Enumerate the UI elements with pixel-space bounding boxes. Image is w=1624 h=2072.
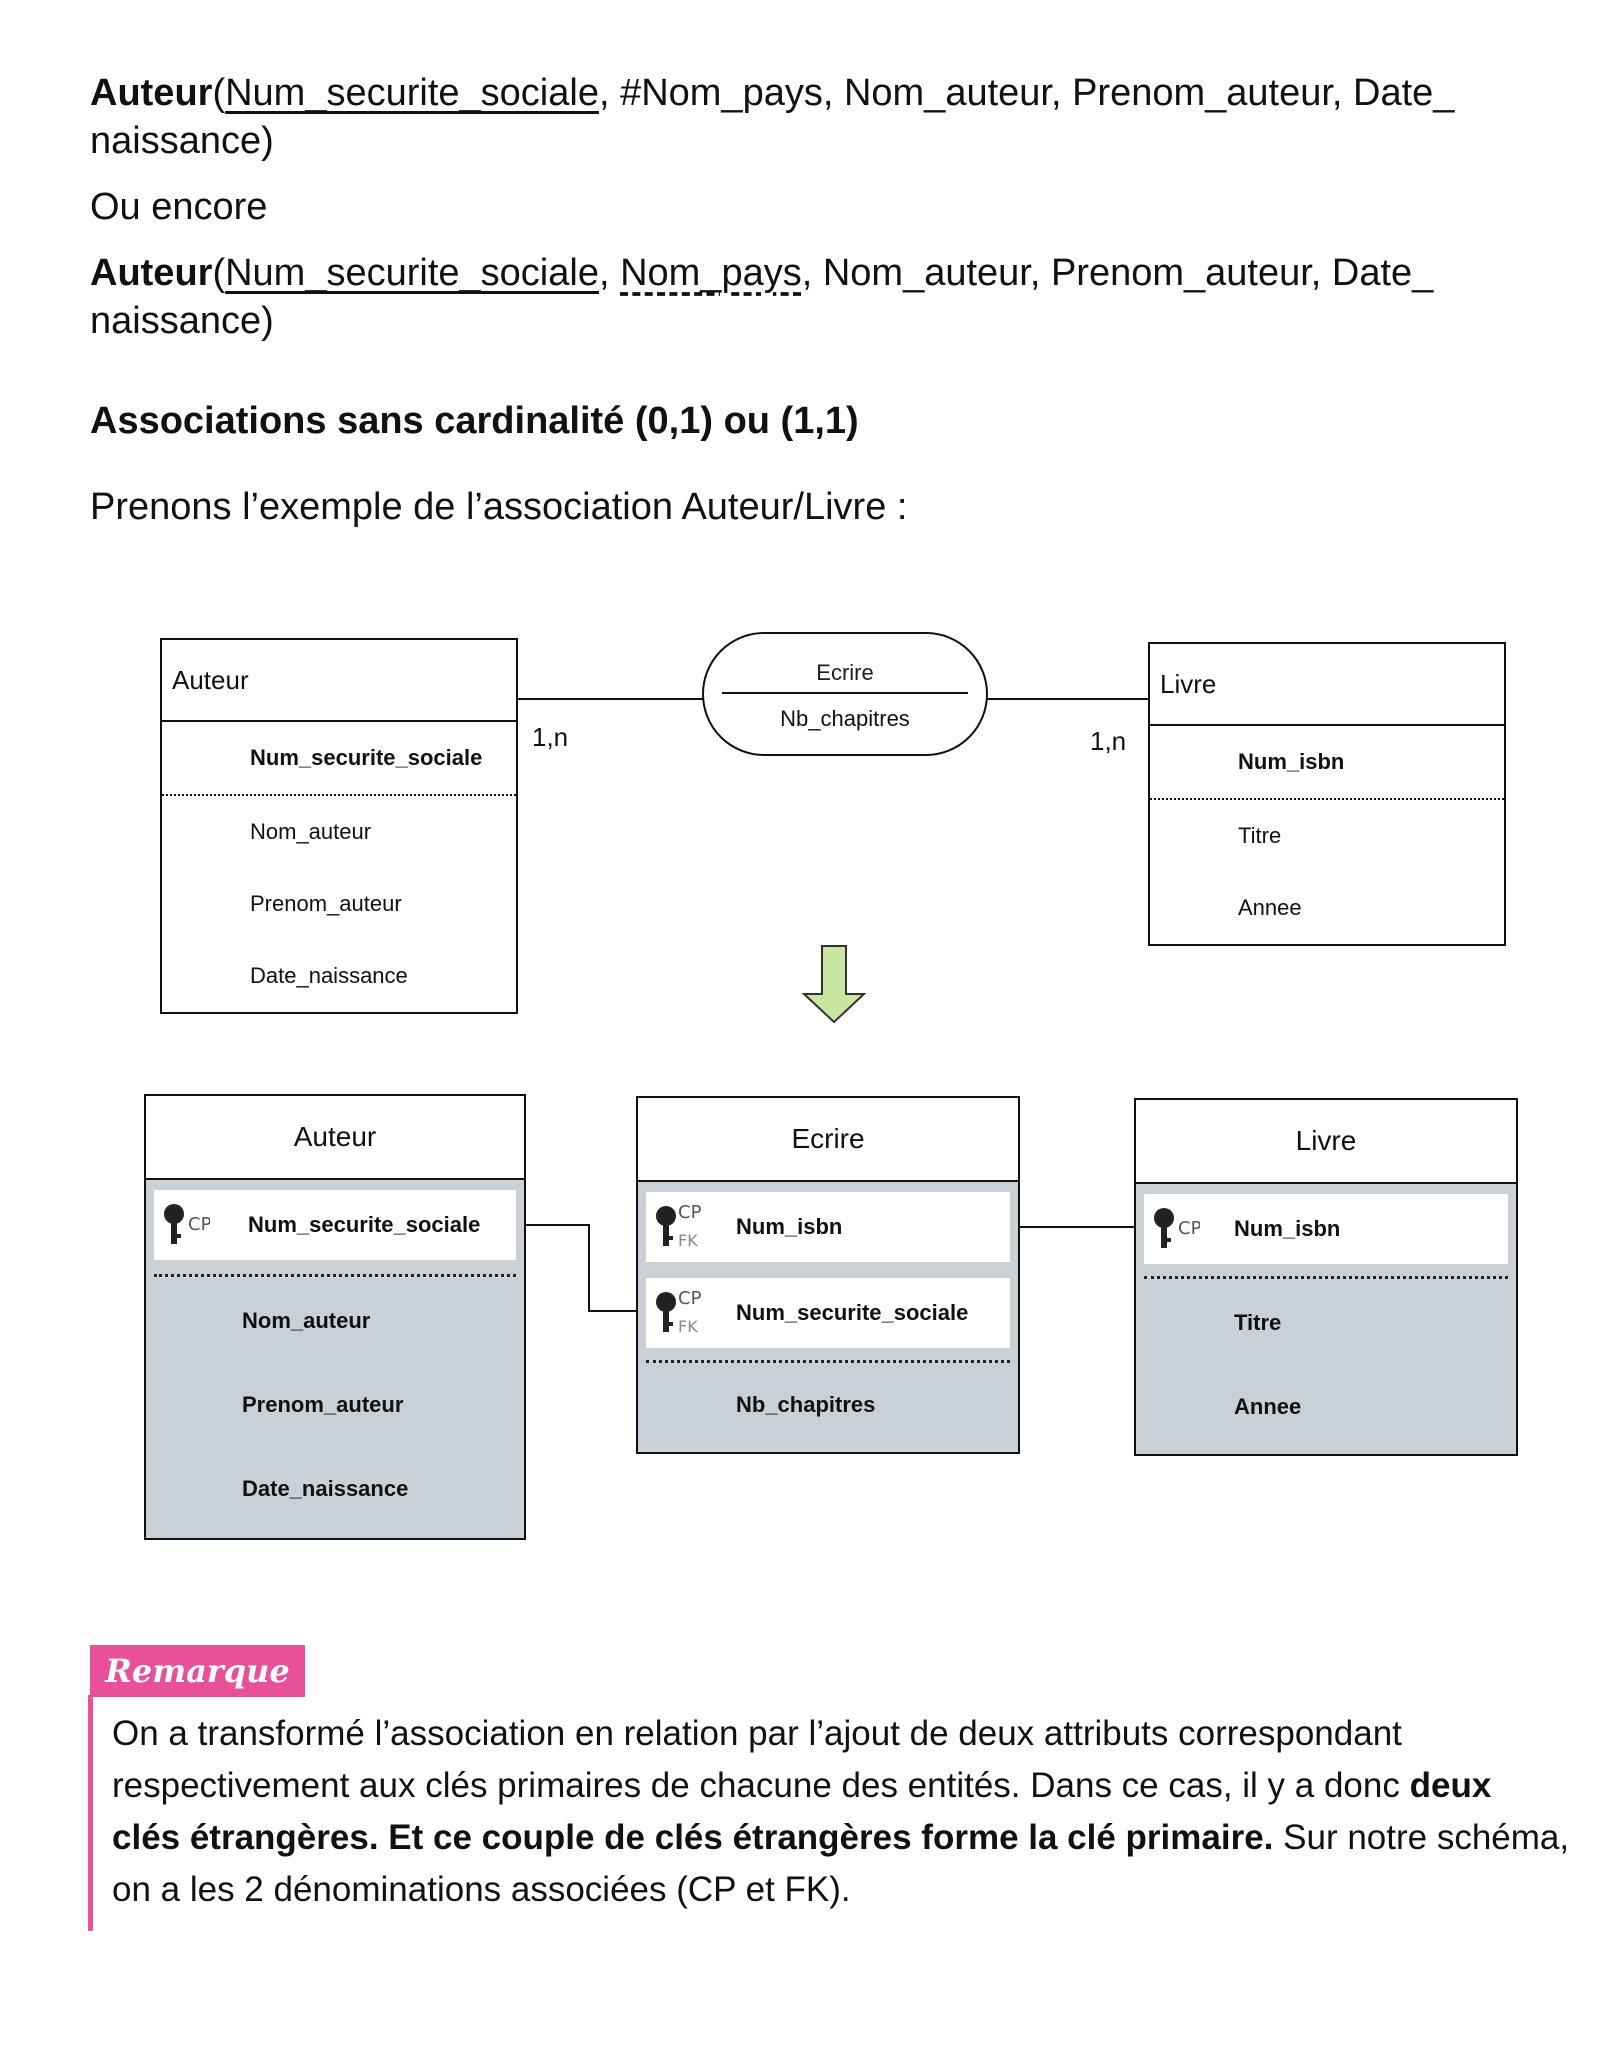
fk-tag: FK xyxy=(678,1317,698,1336)
relation-name: Auteur xyxy=(90,252,213,294)
paren: ( xyxy=(212,252,226,294)
association-divider xyxy=(722,692,968,694)
separator xyxy=(1144,1276,1508,1279)
table-title: Auteur xyxy=(146,1096,524,1180)
table-title: Livre xyxy=(1136,1100,1516,1184)
mcd-entity-livre: Livre Num_isbn Titre Annee xyxy=(1148,642,1506,946)
primary-key: Num_securite_sociale xyxy=(225,252,599,294)
key-icon: CP xyxy=(1154,1208,1200,1248)
key-icon: CP FK xyxy=(656,1288,702,1336)
association-attr: Nb_chapitres xyxy=(780,706,910,731)
mld-table-livre: Livre CP Num_isbn Titre Annee xyxy=(1134,1098,1518,1456)
relation-name: Auteur xyxy=(90,72,213,114)
relation-line-1: Auteur(Num_securite_sociale, #Nom_pays, … xyxy=(90,70,1454,116)
ou-encore: Ou encore xyxy=(90,186,268,228)
separator xyxy=(1150,798,1504,800)
down-arrow-icon xyxy=(801,945,867,1024)
section-heading: Associations sans cardinalité (0,1) ou (… xyxy=(90,400,859,442)
cp-tag: CP xyxy=(678,1288,702,1309)
key-row: CP Num_securite_sociale xyxy=(154,1190,516,1260)
link-line xyxy=(588,1224,590,1312)
separator xyxy=(162,794,516,796)
table-attr: Titre xyxy=(1234,1310,1282,1335)
remark-text: Sur notre schéma, xyxy=(1273,1818,1570,1857)
remark-line-2: respectivement aux clés primaires de cha… xyxy=(112,1760,1491,1812)
entity-title: Livre xyxy=(1150,644,1504,726)
cp-tag: CP xyxy=(188,1214,210,1235)
remark-bold: clés étrangères. Et ce couple de clés ét… xyxy=(112,1818,1274,1857)
entity-key: Num_securite_sociale xyxy=(250,745,483,770)
link-line xyxy=(588,1310,648,1312)
attributes: , #Nom_pays, Nom_auteur, Prenom_auteur, … xyxy=(598,72,1455,114)
mld-table-auteur: Auteur CP Num_securite_sociale Nom_auteu… xyxy=(144,1094,526,1540)
table-title: Ecrire xyxy=(638,1098,1018,1182)
intro-text: Prenons l’exemple de l’association Auteu… xyxy=(90,486,908,528)
relation-line-2: Auteur(Num_securite_sociale, Nom_pays, N… xyxy=(90,250,1433,296)
foreign-key: Nom_pays xyxy=(620,252,802,294)
remark-line-1: On a transformé l’association en relatio… xyxy=(112,1714,1402,1753)
remark-line-3: clés étrangères. Et ce couple de clés ét… xyxy=(112,1812,1569,1864)
cardinality-left: 1,n xyxy=(532,722,569,752)
mcd-association-ecrire: Ecrire Nb_chapitres xyxy=(702,632,988,756)
cp-tag: CP xyxy=(1178,1218,1200,1239)
remark-line-4: on a les 2 dénominations associées (CP e… xyxy=(112,1870,851,1909)
entity-title: Auteur xyxy=(162,640,516,722)
relation-line-2-cont: naissance) xyxy=(90,300,274,342)
table-attr: Annee xyxy=(1234,1394,1302,1419)
key-label: Num_isbn xyxy=(736,1214,843,1239)
cp-tag: CP xyxy=(678,1202,702,1223)
key-row: CP Num_isbn xyxy=(1144,1194,1508,1264)
table-attr: Prenom_auteur xyxy=(242,1392,404,1417)
entity-key: Num_isbn xyxy=(1238,749,1345,774)
entity-attr: Date_naissance xyxy=(250,963,408,988)
key-icon: CP xyxy=(164,1204,210,1244)
separator xyxy=(154,1274,516,1277)
entity-attr: Titre xyxy=(1238,823,1282,848)
key-row: CP FK Num_securite_sociale xyxy=(646,1278,1010,1348)
attributes: , Nom_auteur, Prenom_auteur, Date_ xyxy=(801,252,1434,294)
paren: ( xyxy=(212,72,226,114)
cardinality-right: 1,n xyxy=(1090,726,1127,756)
remark-bar xyxy=(88,1695,93,1931)
fk-tag: FK xyxy=(678,1231,698,1250)
key-label: Num_securite_sociale xyxy=(736,1300,969,1325)
table-attr: Date_naissance xyxy=(242,1476,409,1501)
entity-attr: Annee xyxy=(1238,895,1302,920)
comma: , xyxy=(598,252,621,294)
key-label: Num_isbn xyxy=(1234,1216,1341,1241)
link-line xyxy=(1008,1226,1152,1228)
remark-text: respectivement aux clés primaires de cha… xyxy=(112,1766,1410,1805)
remark-bold: deux xyxy=(1409,1766,1492,1805)
table-attr: Nom_auteur xyxy=(242,1308,371,1333)
link-line xyxy=(512,1224,590,1226)
primary-key: Num_securite_sociale xyxy=(225,72,599,114)
relation-line-1-cont: naissance) xyxy=(90,120,274,162)
remark-label: Remarque xyxy=(90,1645,305,1697)
key-label: Num_securite_sociale xyxy=(248,1212,481,1237)
mcd-entity-auteur: Auteur Num_securite_sociale Nom_auteur P… xyxy=(160,638,518,1014)
key-icon: CP FK xyxy=(656,1202,702,1250)
entity-attr: Nom_auteur xyxy=(250,819,372,844)
mld-table-ecrire: Ecrire CP FK Num_isbn CP FK Num_securite_s… xyxy=(636,1096,1020,1454)
separator xyxy=(646,1360,1010,1363)
table-attr: Nb_chapitres xyxy=(736,1392,876,1417)
entity-attr: Prenom_auteur xyxy=(250,891,402,916)
association-name: Ecrire xyxy=(816,660,874,685)
key-row: CP FK Num_isbn xyxy=(646,1192,1010,1262)
